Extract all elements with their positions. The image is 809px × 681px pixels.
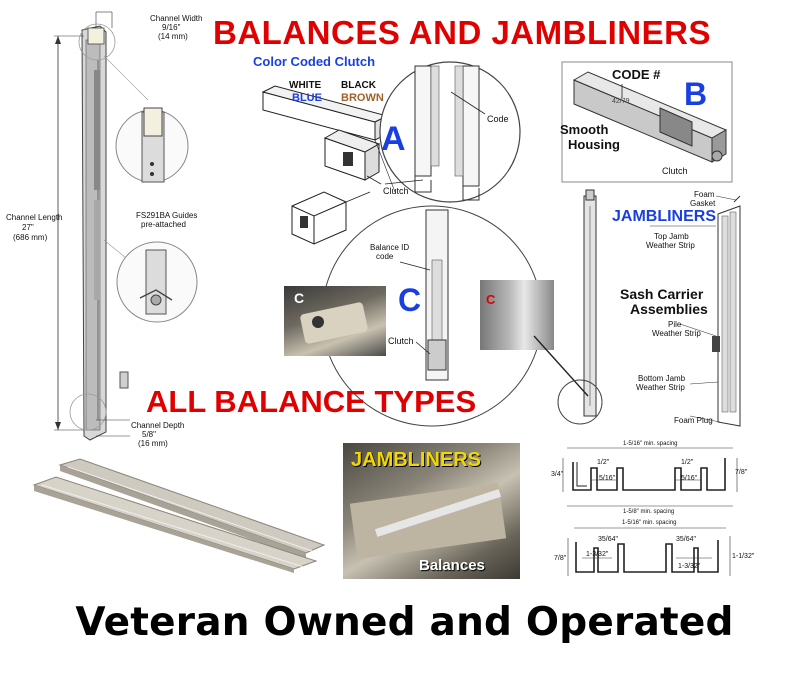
top-jamb-sub: Weather Strip xyxy=(646,241,695,250)
type-a-blue: BLUE xyxy=(292,92,322,104)
type-b-code: CODE # xyxy=(612,67,661,82)
sash-carrier: Sash Carrier xyxy=(620,286,704,302)
type-c-zoom-label: C xyxy=(486,292,496,307)
type-a-diagram: Color Coded Clutch WHITE BLACK BLUE BROW… xyxy=(253,52,555,212)
profile2-top: 1-5/16" min. spacing xyxy=(622,520,677,526)
profile1-b1: 5/16" xyxy=(599,475,616,482)
jamb-diagram-heading: JAMBLINERS xyxy=(612,208,717,225)
type-c-photo-part xyxy=(299,301,369,345)
pile-label: Pile xyxy=(668,320,682,329)
type-a-drawing xyxy=(261,61,521,203)
profile-2-drawing xyxy=(567,527,731,576)
type-b-letter: B xyxy=(684,76,708,112)
type-b-housing: Housing xyxy=(568,137,620,152)
clutch-bracket-drawing xyxy=(291,191,371,245)
type-a-code: Code xyxy=(487,114,509,124)
channel-width-label: Channel Width xyxy=(150,14,203,23)
type-c-photo-label: C xyxy=(294,290,305,306)
rails-drawing xyxy=(32,458,326,573)
rails-photo xyxy=(28,455,326,573)
type-a-clutch: Clutch xyxy=(383,186,409,196)
type-b-drawing xyxy=(561,61,733,183)
type-c-letter: C xyxy=(398,282,422,318)
channel-width-in: 9/16" xyxy=(162,23,181,32)
type-c-zoom xyxy=(480,280,554,350)
profile2-b1: 1-3/32" xyxy=(586,551,609,558)
type-b-smooth: Smooth xyxy=(560,122,609,137)
channel-depth-in: 5/8" xyxy=(142,430,156,439)
type-b-clutch: Clutch xyxy=(662,166,688,176)
profile2-a2: 35/64" xyxy=(676,536,697,543)
jamb-diagram: JAMBLINERS Foam Gasket Top Jamb Weather … xyxy=(533,186,805,436)
jamb-photo: JAMBLINERS Balances xyxy=(343,443,520,579)
bottom-jamb: Bottom Jamb xyxy=(638,374,686,383)
type-c-area: C C C Balance ID code Clutch xyxy=(280,200,560,430)
type-c-clutch: Clutch xyxy=(388,336,414,346)
profile1-b2: 5/16" xyxy=(681,475,698,482)
channel-width-mm: (14 mm) xyxy=(158,32,188,41)
balance-drawing xyxy=(54,11,198,441)
type-c-balance-id: Balance ID xyxy=(370,243,410,252)
channel-length-label: Channel Length xyxy=(6,213,63,222)
channel-depth-label: Channel Depth xyxy=(131,421,185,430)
profile-1-drawing xyxy=(562,447,738,507)
profile1-bottom: 1-5/8" min. spacing xyxy=(623,509,675,515)
profile1-a1: 1/2" xyxy=(597,459,610,466)
foam-plug: Foam Plug xyxy=(674,416,713,425)
profile2-d2: 1-1/32" xyxy=(732,553,755,560)
type-c-photo xyxy=(284,286,386,356)
type-a-letter: A xyxy=(381,120,406,158)
foam-gasket: Foam xyxy=(694,190,715,199)
type-c-photo-hole xyxy=(312,316,324,328)
profile2-b2: 1-3/32" xyxy=(678,563,701,570)
type-c-balance-id-sub: code xyxy=(376,252,394,261)
balance-diagram: Channel Width 9/16" (14 mm) Channel Leng… xyxy=(0,0,203,450)
assemblies: Assemblies xyxy=(630,301,708,317)
jamb-drawing xyxy=(533,189,741,427)
type-b-part-no: 42/79 xyxy=(612,98,630,105)
footer-text: Veteran Owned and Operated xyxy=(75,600,734,645)
profile1-d1: 3/4" xyxy=(551,471,564,478)
type-a-heading: Color Coded Clutch xyxy=(253,54,376,69)
profile1-top: 1-5/16" min. spacing xyxy=(623,441,678,447)
pile-sub: Weather Strip xyxy=(652,329,701,338)
top-jamb: Top Jamb xyxy=(654,232,689,241)
profile1-d2: 7/8" xyxy=(735,469,748,476)
profile2-a1: 35/64" xyxy=(598,536,619,543)
headline: BALANCES AND JAMBLINERS xyxy=(213,14,711,51)
bottom-jamb-sub: Weather Strip xyxy=(636,383,685,392)
channel-depth-mm: (16 mm) xyxy=(138,439,168,448)
guides-label: FS291BA Guides xyxy=(136,211,198,220)
jamb-photo-caption: Balances xyxy=(419,557,485,574)
mid-title: ALL BALANCE TYPES xyxy=(146,384,477,419)
type-a-white: WHITE xyxy=(289,80,322,91)
clutch-bracket xyxy=(284,186,371,256)
type-a-black: BLACK xyxy=(341,80,376,91)
type-c-drawing xyxy=(321,205,543,427)
foam-gasket-sub: Gasket xyxy=(690,199,716,208)
channel-length-in: 27" xyxy=(22,223,34,232)
profile1-a2: 1/2" xyxy=(681,459,694,466)
profile-diagram-1: 1-5/16" min. spacing 3/4" 7/8" 1/2" 1/2"… xyxy=(551,440,748,515)
profile2-d1: 7/8" xyxy=(554,555,567,562)
jamb-photo-heading: JAMBLINERS xyxy=(351,449,482,471)
profile-diagram-2: 1-5/16" min. spacing 35/64" 35/64" 1-3/3… xyxy=(554,520,755,590)
type-b-diagram: CODE # 42/79 B Smooth Housing Clutch xyxy=(560,61,733,183)
type-a-brown: BROWN xyxy=(341,92,384,104)
channel-length-mm: (686 mm) xyxy=(13,233,48,242)
guides-sub: pre-attached xyxy=(141,220,186,229)
